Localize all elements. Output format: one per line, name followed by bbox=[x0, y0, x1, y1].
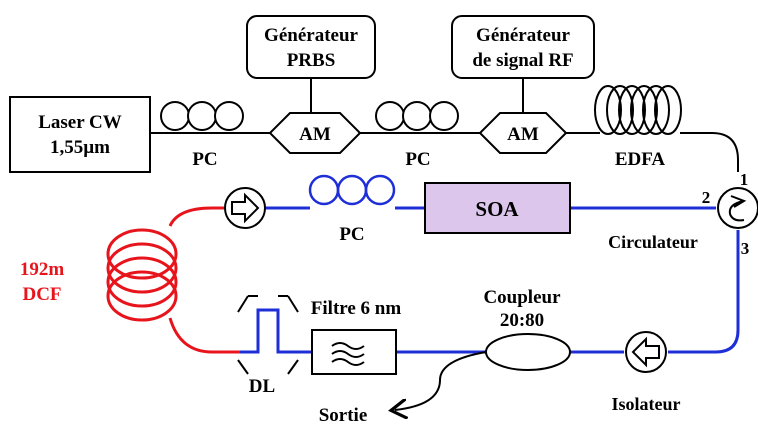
isolator-label: Isolateur bbox=[612, 394, 681, 414]
rf-generator-block: Générateur de signal RF bbox=[451, 15, 595, 112]
coupler-20-80: Coupleur 20:80 bbox=[483, 287, 571, 371]
curved-arrow-icon bbox=[395, 351, 487, 410]
blue-fiber-line bbox=[258, 206, 740, 354]
am1-label: AM bbox=[299, 124, 331, 145]
dcf-red-fiber: 192m DCF bbox=[20, 206, 240, 354]
polarization-controller-2: PC bbox=[375, 101, 459, 170]
pc1-label: PC bbox=[192, 149, 217, 170]
dcf-label-line1: 192m bbox=[20, 259, 65, 280]
delay-line: DL bbox=[237, 295, 299, 397]
wave-filter-icon bbox=[331, 342, 365, 366]
circulator: 1 2 3 Circulateur bbox=[608, 170, 758, 258]
prbs-label-line1: Générateur bbox=[264, 25, 358, 46]
isolator-bottom: Isolateur bbox=[612, 331, 681, 414]
laser-label-line1: Laser CW bbox=[38, 112, 122, 133]
output-port: Sortie bbox=[319, 351, 487, 426]
polarization-controller-3: PC bbox=[308, 174, 396, 245]
rf-label-line2: de signal RF bbox=[472, 50, 573, 71]
amplitude-modulator-1: AM bbox=[268, 112, 362, 154]
circulator-arrow-icon bbox=[728, 195, 747, 222]
isolator-top bbox=[224, 187, 266, 229]
output-label: Sortie bbox=[319, 405, 368, 426]
dcf-label-line2: DCF bbox=[22, 284, 61, 305]
amplitude-modulator-2: AM bbox=[478, 112, 568, 154]
rf-label-line1: Générateur bbox=[476, 25, 570, 46]
circulator-label: Circulateur bbox=[608, 232, 698, 252]
pc2-label: PC bbox=[405, 149, 430, 170]
coupler-label-line2: 20:80 bbox=[500, 310, 544, 331]
edfa-label: EDFA bbox=[615, 149, 666, 170]
am2-label: AM bbox=[507, 124, 539, 145]
laser-label-line2: 1,55µm bbox=[50, 137, 110, 158]
right-arrow-icon bbox=[231, 192, 260, 224]
coupler-label-line1: Coupleur bbox=[483, 287, 561, 308]
soa-label: SOA bbox=[475, 197, 519, 221]
filter-label: Filtre 6 nm bbox=[311, 298, 402, 319]
prbs-generator-block: Générateur PRBS bbox=[246, 15, 376, 112]
polarization-controller-1: PC bbox=[160, 101, 244, 170]
left-arrow-icon bbox=[631, 336, 660, 368]
dl-label: DL bbox=[249, 376, 275, 397]
soa-block: SOA bbox=[424, 182, 571, 234]
top-fiber-line bbox=[150, 132, 739, 172]
circulator-port-3: 3 bbox=[741, 239, 750, 258]
pc3-label: PC bbox=[339, 224, 364, 245]
prbs-label-line2: PRBS bbox=[287, 50, 336, 71]
filter-6nm: Filtre 6 nm bbox=[311, 298, 402, 375]
circulator-port-1: 1 bbox=[740, 170, 749, 189]
laser-cw-block: Laser CW 1,55µm bbox=[9, 96, 151, 173]
circulator-port-2: 2 bbox=[702, 188, 711, 207]
edfa-coil: EDFA bbox=[594, 85, 682, 170]
